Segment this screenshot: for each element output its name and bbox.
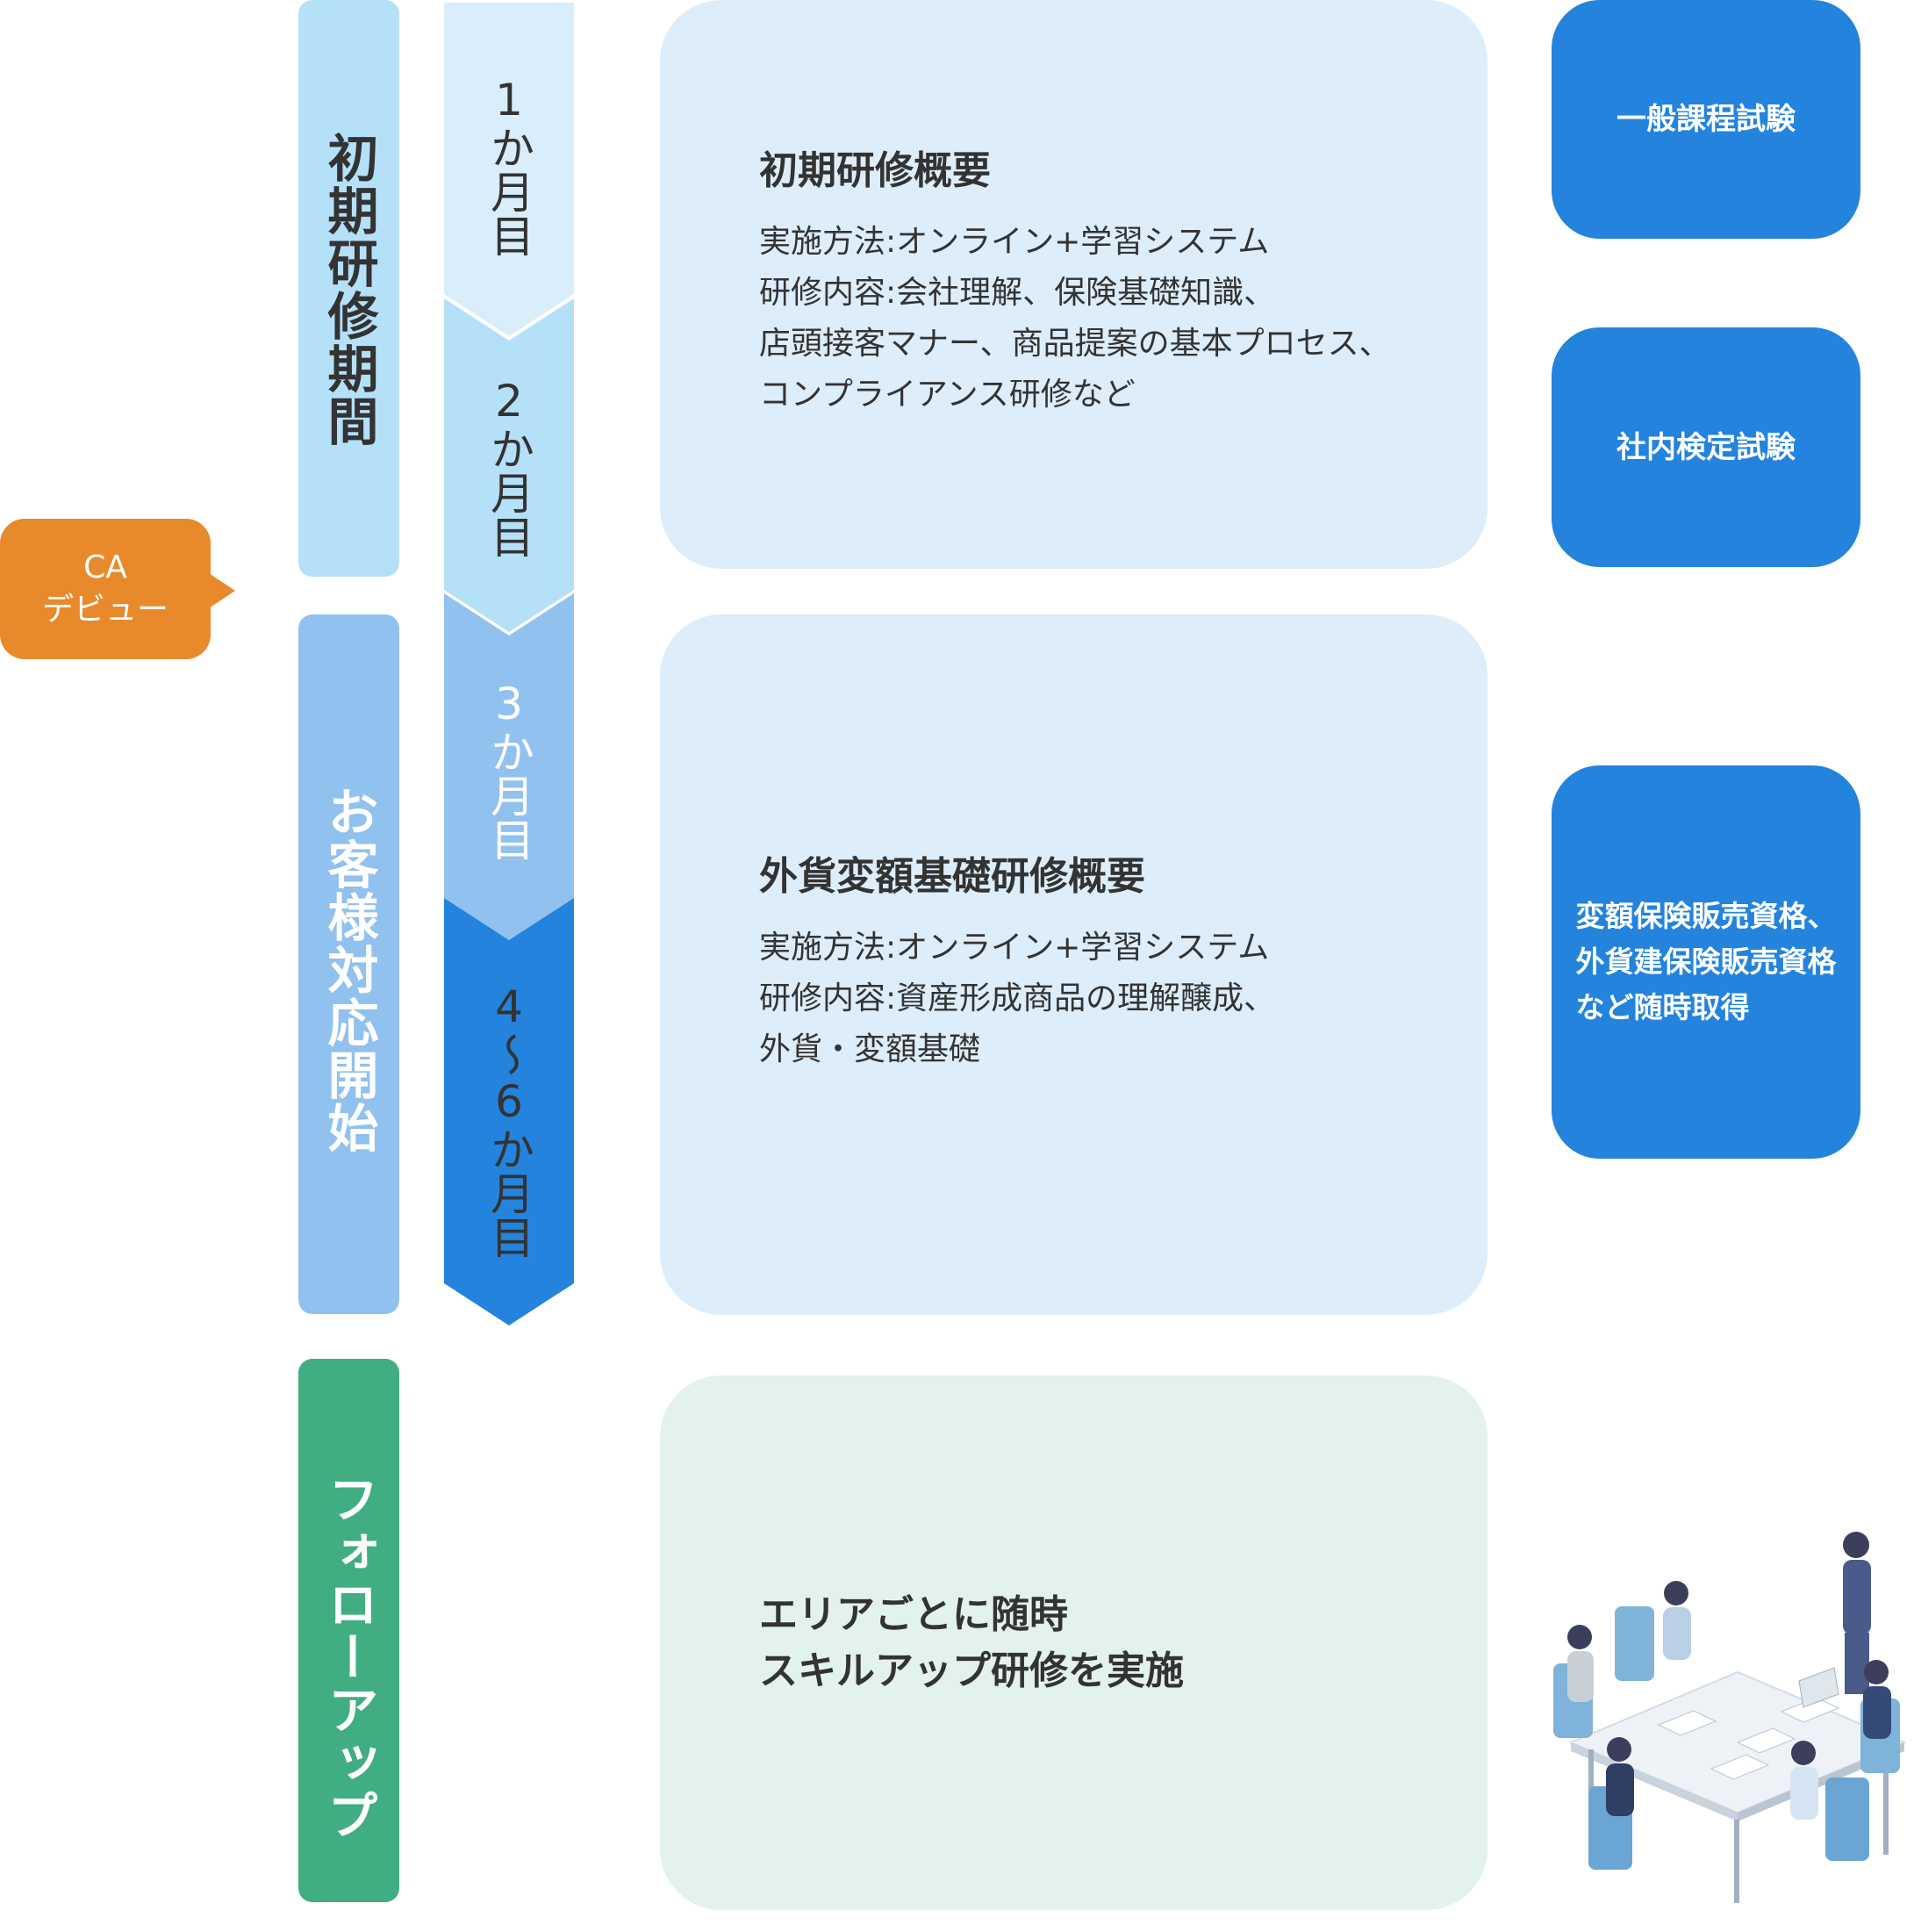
ca-debut-line1: CA xyxy=(83,549,127,585)
card-followup-line: エリアごとに随時 xyxy=(759,1591,1068,1637)
month-chevron-2: 2か月目 xyxy=(444,298,574,632)
card-initial-line: コンプライアンス研修など xyxy=(759,377,1136,413)
meeting-illustration xyxy=(1553,1532,1907,1903)
ca-debut-line2: デビュー xyxy=(41,592,168,628)
exam-internal-certification: 社内検定試験 xyxy=(1552,327,1860,567)
phase-label-customer-service: お客様対応開始 xyxy=(319,786,379,1154)
month-chevron-4-6: 4〜6か月目 xyxy=(444,898,574,1325)
exam-general-course-label: 一般課程試験 xyxy=(1617,102,1796,137)
card-foreign-line: 外貨・変額基礎 xyxy=(759,1031,981,1068)
phase-bar-initial-training: 初期研修期間 xyxy=(298,0,399,577)
exam-internal-certification-label: 社内検定試験 xyxy=(1617,429,1796,465)
phase-label-initial-training: 初期研修期間 xyxy=(319,132,379,448)
card-foreign-title: 外貨変額基礎研修概要 xyxy=(759,853,1145,899)
phase-bar-followup: フォローアップ xyxy=(298,1359,399,1902)
card-initial-line: 店頭接客マナー、商品提案の基本プロセス、 xyxy=(759,326,1391,363)
exam-sales-qualifications: 変額保険販売資格、 外貨建保険販売資格 など随時取得 xyxy=(1552,765,1860,1159)
card-initial-training: 初期研修概要 実施方法:オンライン+学習システム 研修内容:会社理解、保険基礎知… xyxy=(660,0,1487,569)
card-followup-line: スキルアップ研修を実施 xyxy=(759,1648,1184,1693)
month-label-2: 2か月目 xyxy=(484,376,534,558)
card-foreign-line: 研修内容:資産形成商品の理解醸成、 xyxy=(759,980,1276,1017)
phase-bar-customer-service: お客様対応開始 xyxy=(298,614,399,1314)
exam-sales-qualifications-line: 外貨建保険販売資格 xyxy=(1575,944,1837,979)
month-chevron-1: 1か月目 xyxy=(444,3,574,336)
card-foreign-variable-training: 外貨変額基礎研修概要 実施方法:オンライン+学習システム 研修内容:資産形成商品… xyxy=(660,614,1487,1315)
month-label-4-6: 4〜6か月目 xyxy=(484,981,534,1259)
card-foreign-line: 実施方法:オンライン+学習システム xyxy=(759,930,1270,966)
exam-sales-qualifications-line: など随時取得 xyxy=(1575,990,1750,1024)
month-label-1: 1か月目 xyxy=(484,75,534,257)
card-followup: エリアごとに随時 スキルアップ研修を実施 xyxy=(660,1375,1487,1910)
card-initial-line: 実施方法:オンライン+学習システム xyxy=(759,224,1270,261)
ca-debut-callout: CA デビュー xyxy=(0,519,235,659)
card-initial-title: 初期研修概要 xyxy=(759,147,991,193)
exam-general-course: 一般課程試験 xyxy=(1552,0,1860,239)
phase-label-followup: フォローアップ xyxy=(319,1473,379,1842)
card-initial-line: 研修内容:会社理解、保険基礎知識、 xyxy=(759,275,1276,312)
month-label-3: 3か月目 xyxy=(484,679,534,861)
exam-sales-qualifications-line: 変額保険販売資格、 xyxy=(1575,899,1837,933)
month-chevron-3: 3か月目 xyxy=(444,593,574,940)
